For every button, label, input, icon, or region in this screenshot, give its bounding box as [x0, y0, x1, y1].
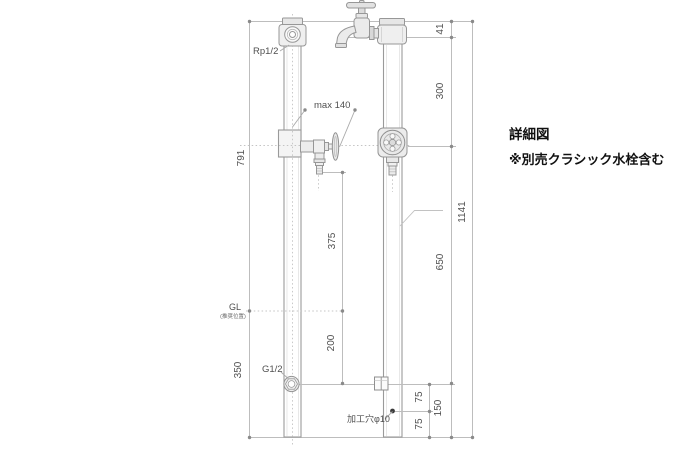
leader-g [280, 371, 289, 379]
label-drill-hole: 加工穴φ10 [347, 413, 390, 424]
leader-max140-right [339, 109, 356, 148]
left-top-collar [282, 17, 303, 25]
left-pipe-sleeve [277, 129, 302, 158]
bottom-inlet-inner [287, 380, 296, 388]
leader-pipe-callout [399, 210, 443, 227]
classic-faucet [335, 0, 379, 48]
valve-hose-nipple [388, 165, 397, 176]
right-top-collar [379, 18, 405, 26]
faucet-spout-neck [314, 152, 325, 160]
dim-75-lower: 75 [414, 418, 425, 430]
part-labels: Rp1/2 max 140 GL (推奨位置) G1/2 加工穴φ10 [220, 46, 390, 424]
label-rp12: Rp1/2 [253, 46, 278, 57]
faucet-arm [300, 140, 314, 153]
dim-791: 791 [236, 149, 247, 166]
faucet-flange [369, 26, 375, 40]
dim-650: 650 [435, 253, 446, 270]
sold-separately-note: ※別売クラシック水栓含む [509, 152, 664, 167]
left-top-port-ring [286, 28, 299, 41]
tick-marks [247, 19, 475, 440]
dim-150: 150 [433, 399, 444, 416]
faucet-bonnet [355, 13, 368, 19]
faucet-connector [373, 28, 379, 39]
faucet-handle-stem [358, 7, 366, 14]
dim-300: 300 [435, 82, 446, 99]
dim-350: 350 [233, 361, 244, 378]
label-max140: max 140 [314, 100, 350, 111]
left-top-port-inner [289, 31, 296, 38]
valve-hole-e [395, 139, 402, 146]
faucet-stem1 [324, 142, 329, 151]
side-note: 詳細図 ※別売クラシック水栓含む [509, 126, 664, 167]
label-gl-sub: (推奨位置) [220, 312, 246, 320]
leader-rp [279, 44, 290, 52]
leader-lines [279, 44, 443, 420]
faucet-spout-nut [313, 158, 326, 163]
faucet-hose-nipple [316, 165, 323, 175]
label-gl: GL [229, 302, 241, 312]
leader-max140-left [292, 109, 306, 128]
detail-title: 詳細図 [509, 126, 550, 142]
faucet-body [353, 17, 370, 39]
faucet-wheel-handle [331, 132, 340, 161]
valve-hole-n [389, 133, 396, 140]
left-post-fittings [278, 17, 340, 393]
dim-1141: 1141 [457, 201, 468, 223]
faucet-wheel-line [333, 136, 338, 157]
dim-375: 375 [327, 232, 338, 249]
faucet-cross-handle [346, 2, 376, 9]
dim-200: 200 [326, 334, 337, 351]
dim-41: 41 [435, 23, 446, 35]
faucet-spout-mouth [335, 43, 347, 48]
dimension-labels: 791 350 375 200 41 300 650 150 75 75 114… [233, 23, 468, 430]
valve-outlet-ring [387, 162, 398, 167]
label-g12: G1/2 [262, 364, 283, 375]
stop-valve [377, 127, 408, 176]
leader-hole [384, 411, 393, 420]
valve-hole-w [383, 139, 390, 146]
valve-hub [388, 138, 397, 147]
faucet-tee-body [313, 139, 325, 154]
faucet-spout [335, 25, 357, 47]
right-post-fittings [335, 0, 408, 414]
valve-hole-s [389, 145, 396, 152]
valve-outlet-nut [386, 156, 399, 163]
dim-75-upper: 75 [414, 391, 425, 403]
